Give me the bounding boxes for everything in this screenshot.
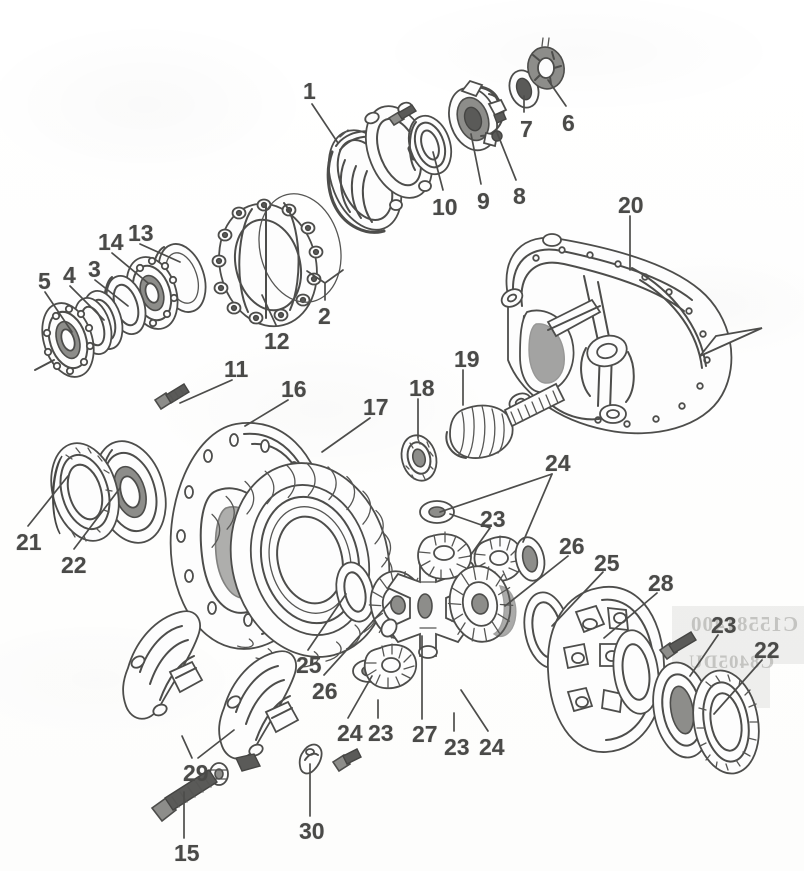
callout-label-17: 17 [363, 394, 389, 420]
callout-label-26-left: 26 [312, 678, 338, 704]
fastener-top [387, 104, 417, 127]
callout-label-21: 21 [16, 529, 42, 555]
callout-label-2: 2 [318, 303, 331, 329]
callout-label-12: 12 [264, 328, 290, 354]
part-20-carrier-housing [500, 233, 763, 435]
part-23-pinion-mate-gear-upper [417, 531, 472, 581]
part-6-pinion-nut [527, 37, 565, 90]
callout-label-11: 11 [224, 356, 249, 382]
part-18-pilot-bearing [400, 434, 438, 482]
part-26-side-gear-right [447, 565, 517, 643]
callout-label-24-lower-right: 24 [479, 734, 505, 760]
part-30-lock-plate [298, 743, 323, 775]
callout-label-18: 18 [409, 375, 435, 401]
callout-label-4: 4 [63, 262, 76, 288]
callout-leader-lines [27, 79, 763, 839]
callout-label-23-upper: 23 [480, 506, 506, 532]
callout-label-29: 29 [183, 760, 209, 786]
callout-label-10: 10 [432, 194, 458, 220]
callout-label-25-left: 25 [296, 652, 322, 678]
callout-label-23-right: 23 [711, 612, 737, 638]
callout-label-3: 3 [88, 256, 101, 282]
part-23-case-bolt-right [658, 631, 697, 661]
callout-label-13: 13 [128, 220, 154, 246]
part-15-cap-bolt [150, 769, 218, 823]
callout-label-6: 6 [562, 110, 575, 136]
part-30-lock-screw [331, 748, 362, 773]
part-23-pinion-mate-gear-lower-left [363, 643, 417, 690]
callout-label-25-right: 25 [594, 550, 620, 576]
callout-label-7: 7 [520, 116, 533, 142]
part-29-bearing-cap-left [122, 610, 204, 720]
callout-label-22-right: 22 [754, 637, 780, 663]
callout-label-9: 9 [477, 188, 490, 214]
callout-label-1: 1 [303, 78, 316, 104]
callout-label-26-right: 26 [559, 533, 585, 559]
part-22-bearing-cup-right [692, 669, 760, 775]
callout-label-15: 15 [174, 840, 200, 866]
callout-label-30: 30 [299, 818, 325, 844]
callout-label-19: 19 [454, 346, 480, 372]
callout-label-22: 22 [61, 552, 87, 578]
callout-label-24-lower-left: 24 [337, 720, 363, 746]
callout-label-23-lower-left: 23 [368, 720, 394, 746]
callout-label-8: 8 [513, 183, 526, 209]
callout-label-27: 27 [412, 721, 438, 747]
part-19-drive-pinion [445, 382, 566, 459]
part-29-bearing-cap-right [218, 650, 300, 772]
part-5-pinion-bearing-front [34, 302, 95, 378]
callout-label-16: 16 [281, 376, 307, 402]
callout-label-14: 14 [98, 229, 124, 255]
callout-label-5: 5 [38, 268, 51, 294]
callout-label-24-upper: 24 [545, 450, 571, 476]
part-9-companion-flange [448, 79, 508, 152]
part-24-thrust-washer-upper [419, 500, 455, 524]
part-21-bearing-cup-left [50, 442, 120, 542]
part-12-differential-bearing-cage [211, 193, 342, 328]
callout-label-20: 20 [618, 192, 644, 218]
callout-label-23-lower-mid: 23 [444, 734, 470, 760]
callout-label-28: 28 [648, 570, 674, 596]
part-11-bolt [153, 383, 190, 411]
part-28-differential-case-half-right [547, 585, 665, 753]
